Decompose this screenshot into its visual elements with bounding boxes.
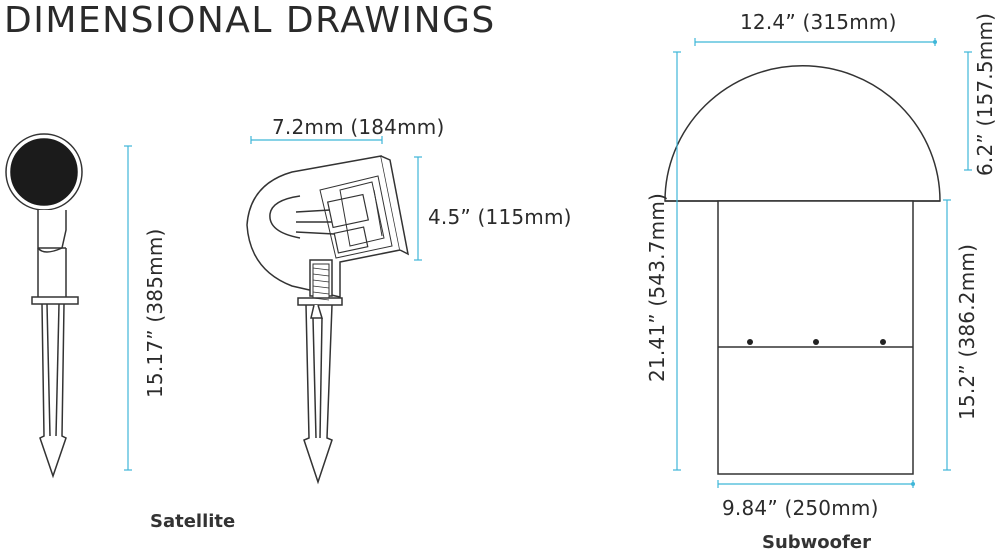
satellite-height-label: 15.17” (385mm) <box>143 228 167 398</box>
dimension-lines <box>124 38 972 488</box>
subwoofer-drawing <box>664 65 941 475</box>
subwoofer-top-width-label: 12.4” (315mm) <box>740 10 897 34</box>
satellite-side-view <box>246 155 410 485</box>
satellite-caption: Satellite <box>150 511 236 532</box>
satellite-front-view <box>5 133 83 479</box>
subwoofer-total-height-label: 21.41” (543.7mm) <box>645 192 669 382</box>
satellite-width-label: 7.2mm (184mm) <box>272 115 445 139</box>
page-title: DIMENSIONAL DRAWINGS <box>4 0 496 41</box>
subwoofer-caption: Subwoofer <box>762 532 871 553</box>
subwoofer-body-height-label: 15.2” (386.2mm) <box>955 243 979 420</box>
subwoofer-bottom-width-label: 9.84” (250mm) <box>722 496 879 520</box>
satellite-depth-label: 4.5” (115mm) <box>428 205 572 229</box>
subwoofer-cap-height-label: 6.2” (157.5mm) <box>973 12 997 176</box>
